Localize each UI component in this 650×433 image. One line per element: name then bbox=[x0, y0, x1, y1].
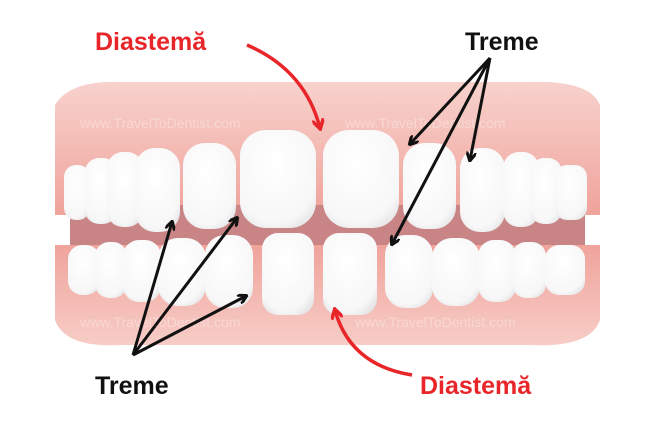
diastema-bottom-arrow bbox=[335, 310, 413, 377]
diastema-label-top: Diastemă bbox=[95, 28, 207, 56]
diastema-top-arrow bbox=[246, 43, 320, 128]
watermark-text: www.TravelToDentist.com bbox=[79, 115, 241, 131]
upper-teeth bbox=[64, 130, 587, 232]
lower-teeth bbox=[68, 233, 585, 315]
watermark-text: www.TravelToDentist.com bbox=[344, 115, 506, 131]
treme-bottom-arrows bbox=[131, 218, 246, 357]
watermark-text: www.TravelToDentist.com bbox=[354, 314, 516, 330]
treme-label-top: Treme bbox=[465, 28, 539, 56]
diastema-label-bottom: Diastemă bbox=[420, 372, 532, 400]
treme-label-bottom: Treme bbox=[95, 372, 169, 400]
treme-top-arrows bbox=[392, 56, 492, 244]
